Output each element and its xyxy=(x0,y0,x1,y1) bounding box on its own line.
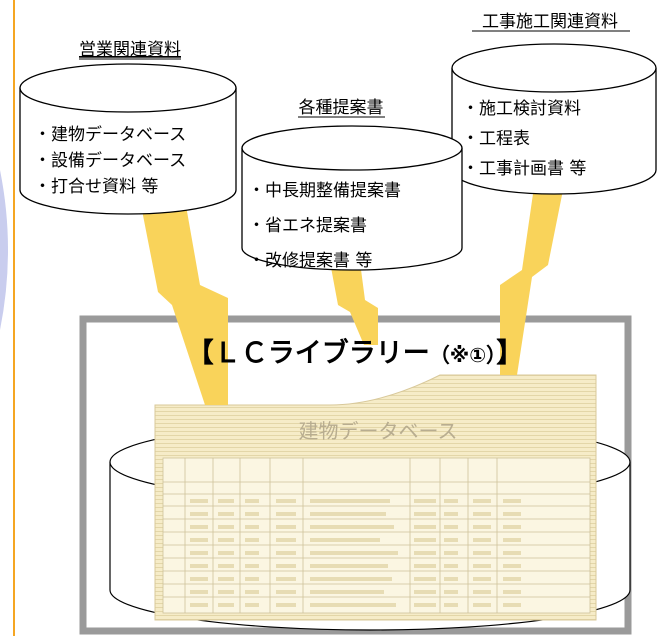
database-table xyxy=(162,457,591,614)
proposals-title: 各種提案書 xyxy=(299,98,384,118)
sales-cylinder xyxy=(19,63,237,215)
construction-item: ・工事計画書 等 xyxy=(462,159,586,179)
proposals-item: ・改修提案書 等 xyxy=(248,251,372,271)
table-cell-marks xyxy=(190,499,521,607)
proposals-cylinder xyxy=(241,125,463,271)
database-sheet-title: 建物データベース xyxy=(299,419,458,443)
library-title-note: （※①） xyxy=(430,343,496,367)
library-title-close: 】 xyxy=(496,338,523,369)
construction-item: ・施工検討資料 xyxy=(462,99,581,119)
lightning-bolt-sales xyxy=(140,200,228,405)
proposals-item: ・中長期整備提案書 xyxy=(248,181,401,201)
database-sheet: 建物データベース xyxy=(154,374,597,621)
proposals-item: ・省エネ提案書 xyxy=(248,216,367,236)
construction-cylinder xyxy=(451,43,657,195)
library-title: 【ＬＣライブラリー（※①）】 xyxy=(187,337,523,369)
construction-item: ・工程表 xyxy=(462,129,530,149)
left-band xyxy=(0,170,8,330)
sales-item: ・設備データベース xyxy=(34,150,186,171)
lightning-bolt-proposals xyxy=(330,262,378,345)
sales-item: ・建物データベース xyxy=(34,124,186,145)
sales-item: ・打合せ資料 等 xyxy=(34,177,158,197)
sales-title: 営業関連資料 xyxy=(79,40,181,60)
lightning-bolt-construction xyxy=(500,180,565,375)
library-title-main: 【ＬＣライブラリー xyxy=(187,337,430,369)
construction-title: 工事施工関連資料 xyxy=(482,12,618,32)
